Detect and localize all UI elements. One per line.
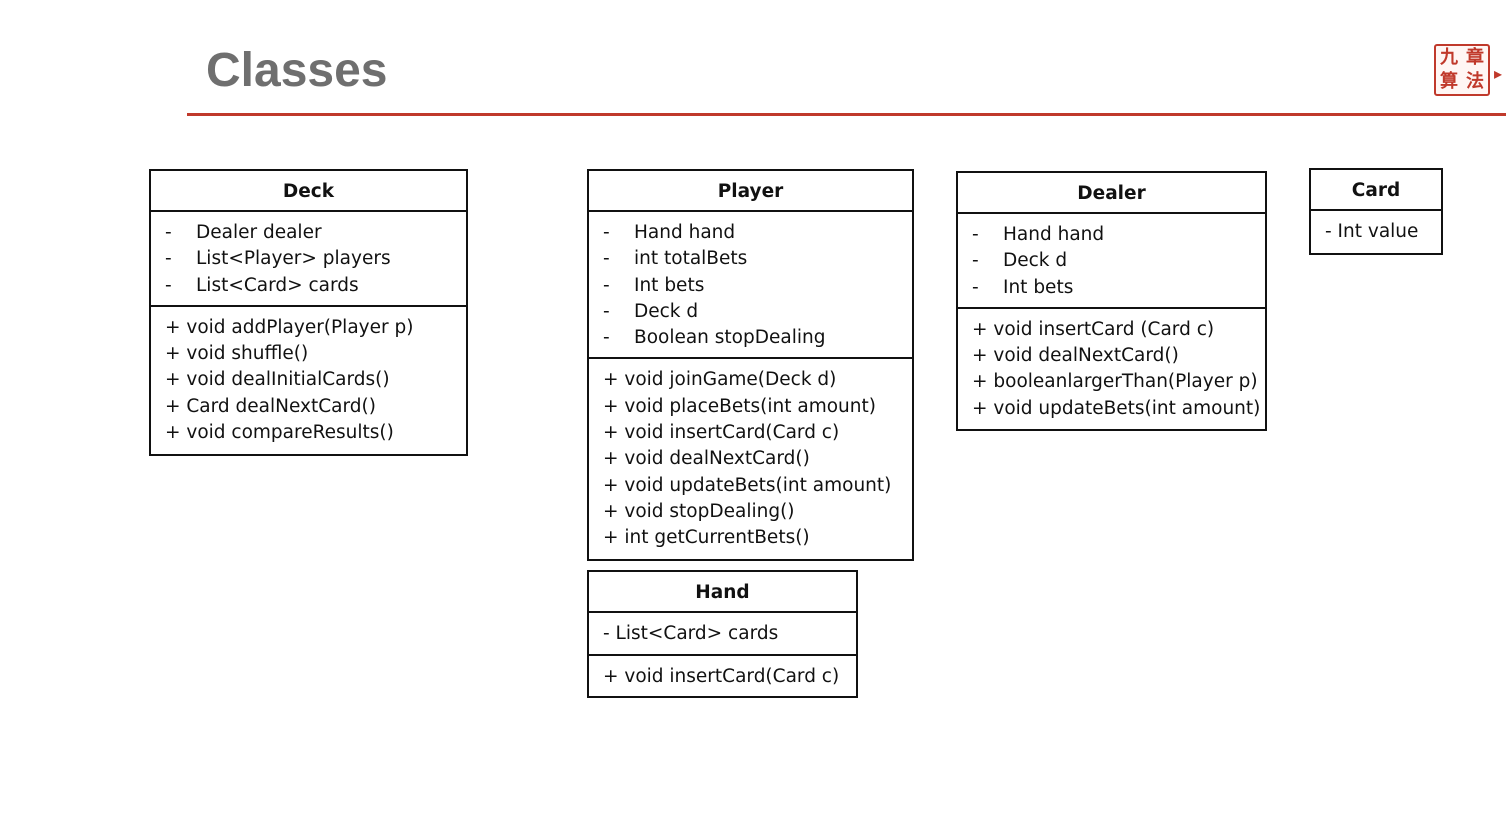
logo-char: 算 xyxy=(1440,71,1458,92)
attribute-text: Boolean stopDealing xyxy=(634,327,826,349)
dash-icon: - xyxy=(165,248,172,270)
class-name: Dealer xyxy=(958,173,1265,214)
attribute-row: - int totalBets xyxy=(589,246,912,272)
attribute-text: int totalBets xyxy=(634,248,748,270)
logo-char: 章 xyxy=(1466,47,1484,68)
attributes-section: - Hand hand - int totalBets - Int bets - Dec… xyxy=(589,212,912,357)
attribute-text: Dealer dealer xyxy=(196,222,322,243)
attributes-section: - List<Card> cards xyxy=(589,613,856,654)
dash-icon: - xyxy=(165,222,172,243)
logo-char: 九 xyxy=(1440,47,1458,68)
method-text: + void shuffle() xyxy=(165,343,309,365)
attribute-text: Hand hand xyxy=(1003,224,1105,245)
attribute-row: - Boolean stopDealing xyxy=(589,325,912,351)
dash-icon: - xyxy=(603,300,610,322)
method-text: + void dealNextCard() xyxy=(603,448,810,470)
dash-icon: - xyxy=(603,327,610,349)
attribute-row: - Dealer dealer xyxy=(151,220,466,246)
method-text: + void joinGame(Deck d) xyxy=(603,369,837,391)
class-name: Hand xyxy=(589,572,856,613)
attribute-row: - Hand hand xyxy=(958,222,1265,248)
attribute-text: List<Card> cards xyxy=(196,274,359,296)
attribute-text: Int bets xyxy=(634,274,705,296)
method-text: + int getCurrentBets() xyxy=(603,527,810,549)
methods-section: + void insertCard(Card c) xyxy=(589,654,856,697)
method-text: + void updateBets(int amount) xyxy=(972,397,1261,419)
dash-icon: - xyxy=(972,224,979,245)
dash-icon: - xyxy=(603,222,610,243)
attribute-text: List<Player> players xyxy=(196,248,391,270)
logo-char: 法 xyxy=(1466,71,1484,92)
attribute-text: Int bets xyxy=(1003,276,1074,298)
method-text: + void placeBets(int amount) xyxy=(603,395,876,417)
slide-title: Classes xyxy=(206,44,388,97)
attributes-section: - Hand hand - Deck d - Int bets xyxy=(958,214,1265,307)
method-text: + void updateBets(int amount) xyxy=(603,474,892,496)
attribute-row: - Deck d xyxy=(589,299,912,325)
method-text: + void insertCard(Card c) xyxy=(603,666,840,688)
dash-icon: - xyxy=(972,250,979,272)
method-text: + void addPlayer(Player p) xyxy=(165,316,414,338)
class-box-deck: Deck - Dealer dealer - List<Player> player… xyxy=(149,169,468,456)
logo-trail-icon: ▸ xyxy=(1494,64,1503,83)
method-text: + void insertCard (Card c) xyxy=(972,318,1215,340)
method-text: + void insertCard(Card c) xyxy=(603,422,840,444)
attributes-section: - Int value xyxy=(1311,211,1441,251)
attribute-text: - Int value xyxy=(1325,221,1419,242)
method-text: + void dealInitialCards() xyxy=(165,369,390,391)
attribute-row: - Int bets xyxy=(958,275,1265,301)
dash-icon: - xyxy=(603,274,610,296)
attribute-row: - Deck d xyxy=(958,248,1265,274)
attribute-row: - List<Player> players xyxy=(151,246,466,272)
attribute-text: Deck d xyxy=(634,300,699,322)
method-text: + void compareResults() xyxy=(165,422,394,444)
class-name: Deck xyxy=(151,171,466,212)
brand-logo: 九 章 算 法 xyxy=(1434,44,1490,96)
attribute-row: - List<Card> cards xyxy=(151,273,466,299)
dash-icon: - xyxy=(972,276,979,298)
class-box-dealer: Dealer - Hand hand - Deck d - Int bets + vo… xyxy=(956,171,1267,431)
dash-icon: - xyxy=(165,274,172,296)
methods-section: + void joinGame(Deck d) + void placeBets… xyxy=(589,357,912,557)
method-text: + booleanlargerThan(Player p) xyxy=(972,371,1258,393)
attribute-text: - List<Card> cards xyxy=(603,623,779,644)
method-text: + void dealNextCard() xyxy=(972,345,1179,367)
attribute-row: - Hand hand xyxy=(589,220,912,246)
class-name: Player xyxy=(589,171,912,212)
attribute-text: Hand hand xyxy=(634,222,736,243)
title-underline xyxy=(187,113,1506,116)
method-text: + void stopDealing() xyxy=(603,500,795,522)
class-box-hand: Hand - List<Card> cards + void insertCar… xyxy=(587,570,858,698)
methods-section: + void addPlayer(Player p) + void shuffl… xyxy=(151,304,466,452)
attribute-text: Deck d xyxy=(1003,250,1068,272)
dash-icon: - xyxy=(603,248,610,270)
class-name: Card xyxy=(1311,170,1441,211)
class-box-card: Card - Int value xyxy=(1309,168,1443,255)
attribute-row: - Int bets xyxy=(589,273,912,299)
class-box-player: Player - Hand hand - int totalBets - Int be… xyxy=(587,169,914,561)
methods-section: + void insertCard (Card c) + void dealNe… xyxy=(958,306,1265,428)
attributes-section: - Dealer dealer - List<Player> players - Li… xyxy=(151,212,466,305)
method-text: + Card dealNextCard() xyxy=(165,395,376,417)
